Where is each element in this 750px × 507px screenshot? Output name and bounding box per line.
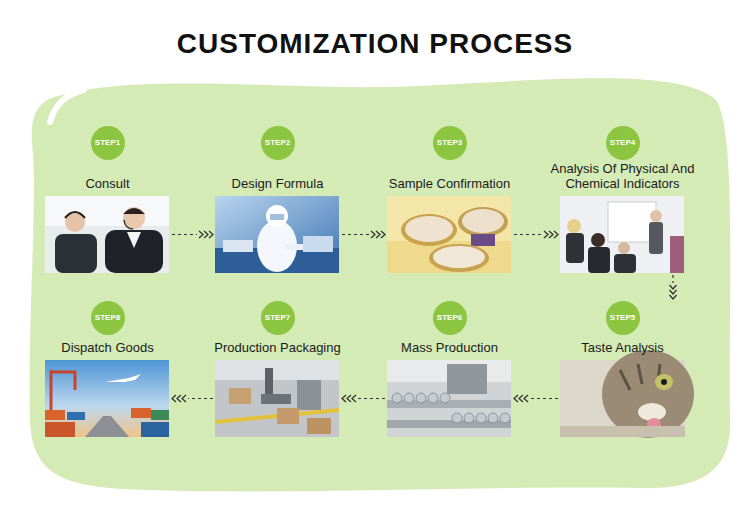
chevron-head <box>519 395 523 402</box>
dashed-line <box>172 234 197 235</box>
chevron-head <box>182 395 186 402</box>
step-number: STEP8 <box>95 313 120 323</box>
step-title: Analysis Of Physical And Chemical Indica… <box>538 161 707 191</box>
chevron-head <box>554 231 558 238</box>
step-number: STEP5 <box>610 313 635 323</box>
chevron-head <box>670 290 677 294</box>
dashed-line <box>514 234 542 235</box>
step-badge: STEP8 <box>91 301 125 335</box>
step-title: Consult <box>23 176 192 191</box>
step-number: STEP2 <box>265 138 290 148</box>
chevron-head <box>371 231 375 238</box>
step-number: STEP6 <box>437 313 462 323</box>
flow-connector <box>342 395 385 402</box>
step-number: STEP7 <box>265 313 290 323</box>
chevron-head <box>204 231 208 238</box>
photo-design-formula <box>215 196 339 273</box>
step-badge: STEP3 <box>433 126 467 160</box>
photo-consult <box>45 196 169 273</box>
chevron-head <box>347 395 351 402</box>
flow-connector <box>172 395 213 402</box>
photo-dispatch <box>45 360 169 437</box>
flow-connector <box>514 395 558 402</box>
step-number: STEP4 <box>610 138 635 148</box>
process-step: STEP2Design Formula <box>215 126 340 273</box>
chevron-head <box>524 395 528 402</box>
step-title: Mass Production <box>365 340 534 355</box>
green-blob <box>30 78 731 491</box>
step-title: Production Packaging <box>193 340 362 355</box>
step-badge: STEP1 <box>91 126 125 160</box>
step-title: Sample Confirmation <box>365 176 534 191</box>
chevron-head <box>376 231 380 238</box>
step-badge: STEP4 <box>606 126 640 160</box>
process-step: STEP6Mass Production <box>387 301 512 437</box>
diagram-title: CUSTOMIZATION PROCESS <box>0 26 750 62</box>
photo-taste <box>560 350 694 438</box>
dashed-line <box>530 398 558 399</box>
photo-sample <box>387 196 511 273</box>
step-badge: STEP2 <box>261 126 295 160</box>
chevron-head <box>209 231 213 238</box>
chevron-head <box>544 231 548 238</box>
chevron-head <box>549 231 553 238</box>
flow-connector <box>514 231 558 238</box>
step-title: Dispatch Goods <box>23 340 192 355</box>
flow-connector <box>670 275 677 299</box>
dashed-line <box>672 275 673 283</box>
chevron-head <box>670 295 677 299</box>
step-badge: STEP7 <box>261 301 295 335</box>
step-title: Design Formula <box>193 176 362 191</box>
chevron-head <box>381 231 385 238</box>
dashed-line <box>358 398 385 399</box>
photo-packaging <box>215 360 339 437</box>
chevron-head <box>342 395 346 402</box>
flow-connector <box>342 231 385 238</box>
step-number: STEP3 <box>437 138 462 148</box>
chevron-head <box>172 395 176 402</box>
chevron-head <box>670 285 677 289</box>
highlight-stroke <box>50 90 84 122</box>
dashed-line <box>342 234 369 235</box>
step-number: STEP1 <box>95 138 120 148</box>
dashed-line <box>188 398 213 399</box>
process-step: STEP8Dispatch Goods <box>45 301 170 437</box>
process-step: STEP1Consult <box>45 126 170 273</box>
chevron-head <box>352 395 356 402</box>
step-badge: STEP6 <box>433 301 467 335</box>
process-step: STEP4Analysis Of Physical And Chemical I… <box>560 126 685 273</box>
process-step: STEP7Production Packaging <box>215 301 340 437</box>
photo-mass-production <box>387 360 511 437</box>
process-step: STEP3Sample Confirmation <box>387 126 512 273</box>
step-title: Taste Analysis <box>538 340 707 355</box>
process-step: STEP5Taste Analysis <box>560 301 685 437</box>
chevron-head <box>514 395 518 402</box>
photo-analysis <box>560 196 684 273</box>
chevron-head <box>199 231 203 238</box>
flow-connector <box>172 231 213 238</box>
step-badge: STEP5 <box>606 301 640 335</box>
chevron-head <box>177 395 181 402</box>
